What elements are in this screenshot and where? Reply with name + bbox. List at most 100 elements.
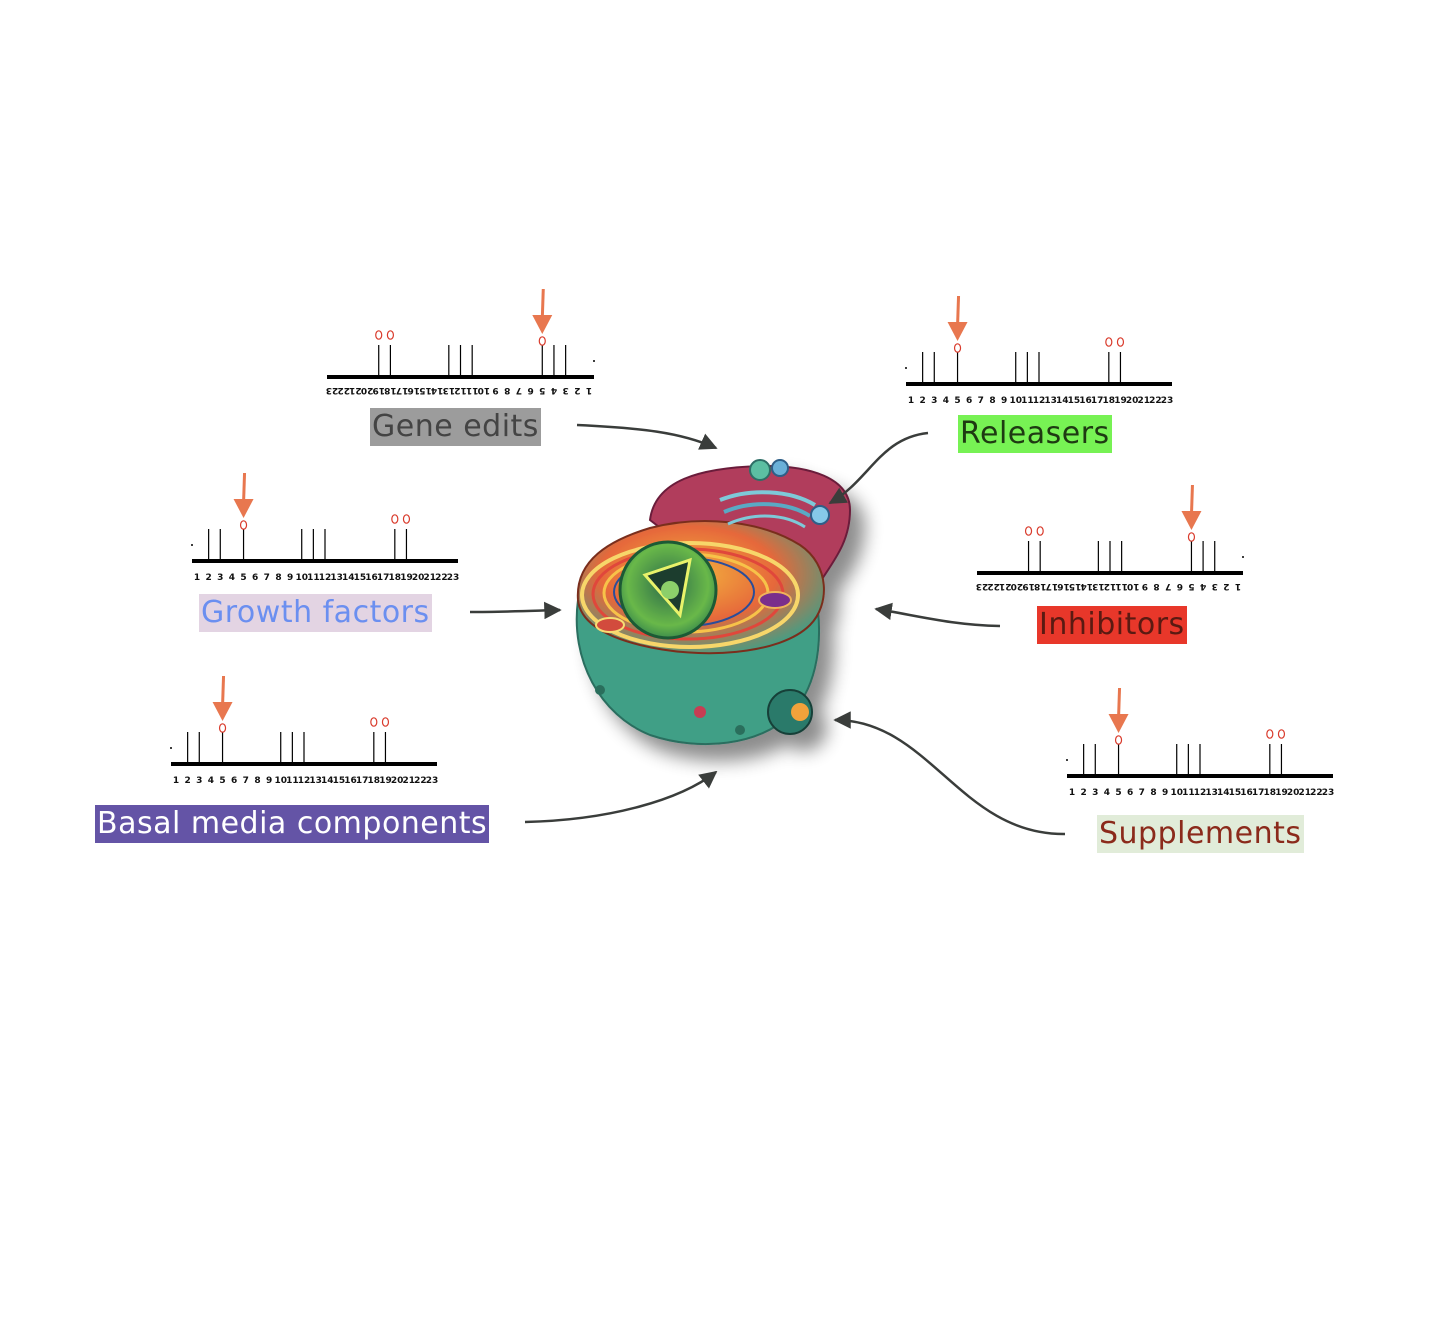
marker-circle xyxy=(953,343,962,353)
ruler-tick-label: 3 xyxy=(196,776,202,786)
ruler-end-dot xyxy=(1066,759,1068,761)
ruler-tick-label: 14 xyxy=(1056,396,1069,406)
ruler-tick-label: 19 xyxy=(1275,788,1288,798)
ruler-tick-label: 19 xyxy=(1022,581,1035,591)
ruler-tick-label: 6 xyxy=(231,776,237,786)
ruler-tick-label: 22 xyxy=(414,776,427,786)
ruler-tick-label: 23 xyxy=(426,776,439,786)
ruler-tick-label: 21 xyxy=(999,581,1012,591)
ruler-tick-label: 17 xyxy=(356,776,369,786)
label-gene-edits: Gene edits xyxy=(370,408,541,446)
ruler-tick-label: 10 xyxy=(478,385,491,395)
orange-arrow-head xyxy=(1108,714,1129,733)
ruler-tick-label: 16 xyxy=(344,776,357,786)
vesicle xyxy=(749,459,771,481)
ruler-tick-label: 16 xyxy=(1057,581,1070,591)
ruler-tick-label: 15 xyxy=(1068,396,1081,406)
ruler-tick-label: 4 xyxy=(551,385,557,395)
marker-circle xyxy=(1024,526,1033,536)
ruler-tick-label: 6 xyxy=(252,573,258,583)
ruler-tick-label: 7 xyxy=(978,396,984,406)
ruler-tick-label: 7 xyxy=(1165,581,1171,591)
marker-circle xyxy=(1277,729,1286,739)
label-supplements: Supplements xyxy=(1097,815,1304,853)
ruler-tick-label: 1 xyxy=(908,396,914,406)
ruler-tick-label: 13 xyxy=(330,573,343,583)
connector-arrow-inhibitors xyxy=(874,602,1001,628)
ruler-tick-label: 17 xyxy=(1091,396,1104,406)
ruler-tick-label: 4 xyxy=(1104,788,1110,798)
ruler-tick-label: 18 xyxy=(1264,788,1277,798)
ruler-tick-label: 19 xyxy=(379,776,392,786)
orange-arrow-head xyxy=(947,322,968,341)
marker-circle xyxy=(218,723,227,733)
ruler-tick-label: 15 xyxy=(354,573,367,583)
orange-arrow-head xyxy=(1181,511,1202,530)
ruler-tick-label: 23 xyxy=(976,581,989,591)
ruler-tick-label: 23 xyxy=(447,573,460,583)
ruler-tick-label: 22 xyxy=(1149,396,1162,406)
ruler-tick-label: 12 xyxy=(1194,788,1207,798)
label-basal-media-components: Basal media components xyxy=(95,805,490,843)
ruler-tick-label: 12 xyxy=(1104,581,1117,591)
ruler-tick-label: 4 xyxy=(1200,581,1206,591)
ruler-tick-label: 17 xyxy=(377,573,390,583)
ruler-tick-label: 6 xyxy=(527,385,533,395)
ruler-tick-label: 1 xyxy=(173,776,179,786)
vesicle xyxy=(810,505,830,525)
marker-circle xyxy=(538,336,546,346)
mitochondrion xyxy=(595,617,625,633)
marker-circle xyxy=(1187,532,1196,542)
ruler-tick-label: 5 xyxy=(954,396,960,406)
ruler-tick-label: 7 xyxy=(243,776,249,786)
vesicle xyxy=(771,459,789,477)
ruler-tick-label: 20 xyxy=(391,776,404,786)
ruler-tick-label: 2 xyxy=(206,573,212,583)
ruler-tick-label: 18 xyxy=(389,573,402,583)
ruler-tick-label: 19 xyxy=(400,573,413,583)
mitochondrion xyxy=(758,591,792,609)
ruler-tick-label: 18 xyxy=(1034,581,1047,591)
ruler-tick-label: 11 xyxy=(466,385,479,395)
ruler-tick-label: 12 xyxy=(298,776,311,786)
connector-arrow-releasers xyxy=(828,431,929,505)
ruler-tick-label: 2 xyxy=(185,776,191,786)
ruler-tick-label: 18 xyxy=(1103,396,1116,406)
ruler-tick-label: 17 xyxy=(396,385,409,395)
ruler-tick-label: 14 xyxy=(1217,788,1230,798)
ruler-end-dot xyxy=(191,544,193,546)
ruler-tick-label: 12 xyxy=(319,573,332,583)
ruler-tick-label: 9 xyxy=(1142,581,1148,591)
ruler-tick-label: 12 xyxy=(1033,396,1046,406)
ruler-tick-label: 9 xyxy=(492,385,498,395)
orange-arrow-head xyxy=(532,315,553,334)
ruler-tick-label: 23 xyxy=(326,385,339,395)
ruler-tick-label: 4 xyxy=(229,573,235,583)
ruler-tick-label: 14 xyxy=(1080,581,1093,591)
ruler-tick-label: 21 xyxy=(1137,396,1150,406)
budding-vesicle xyxy=(767,689,813,735)
marker-circle xyxy=(1105,337,1113,347)
ruler-end-dot xyxy=(905,367,907,369)
ruler-tick-label: 16 xyxy=(1240,788,1253,798)
er-ring xyxy=(580,541,800,649)
ruler-tick-label: 13 xyxy=(309,776,322,786)
ruler-tick-label: 1 xyxy=(1235,581,1241,591)
ruler-tick-label: 15 xyxy=(1069,581,1082,591)
ruler-tick-label: 7 xyxy=(264,573,270,583)
ruler-tick-label: 8 xyxy=(989,396,995,406)
ruler-tick-label: 8 xyxy=(1150,788,1156,798)
ruler-tick-label: 21 xyxy=(402,776,415,786)
marker-circle xyxy=(381,717,390,727)
ruler-tick-label: 12 xyxy=(454,385,467,395)
ruler-tick-label: 7 xyxy=(516,385,522,395)
ruler-tick-label: 3 xyxy=(563,385,569,395)
golgi-stack xyxy=(719,490,817,507)
ruler-tick-label: 6 xyxy=(966,396,972,406)
